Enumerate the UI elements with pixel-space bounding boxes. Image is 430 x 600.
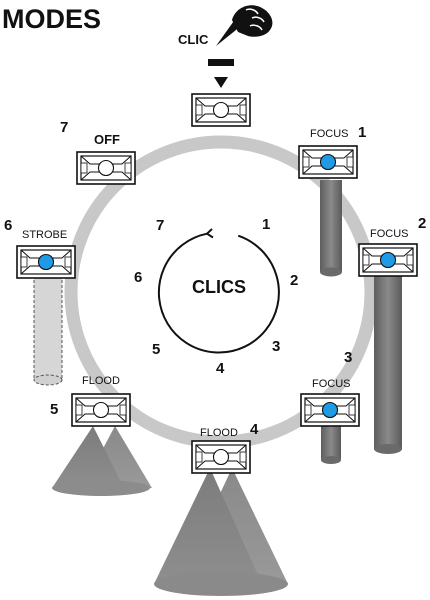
inner-number-6: 6	[134, 269, 142, 286]
center-label: CLICS	[192, 277, 246, 297]
headlamp-mode-4	[191, 440, 251, 474]
mode-label-3: FOCUS	[312, 378, 351, 390]
headlamp-mode-6	[16, 245, 76, 279]
mode-number-3: 3	[344, 349, 352, 366]
headlamp-mode-3	[300, 393, 360, 427]
mode-label-2: FOCUS	[370, 228, 409, 240]
inner-number-1: 1	[262, 216, 270, 233]
mode-number-1: 1	[358, 124, 366, 141]
clic-label: CLIC	[178, 32, 209, 47]
inner-number-5: 5	[152, 341, 160, 358]
mode-number-6: 6	[4, 217, 12, 234]
cycle-arrow-icon	[157, 228, 280, 354]
inner-number-7: 7	[156, 217, 164, 234]
beams	[33, 180, 402, 596]
mode-number-5: 5	[50, 401, 58, 418]
headlamp-mode-2	[358, 243, 418, 277]
pointing-hand-icon	[216, 5, 273, 46]
mode-label-5: FLOOD	[82, 375, 120, 387]
mode-label-1: FOCUS	[310, 128, 349, 140]
headlamp-mode-7	[76, 151, 136, 185]
inner-number-3: 3	[272, 338, 280, 355]
headlamp-top	[191, 93, 251, 127]
inner-number-2: 2	[290, 272, 298, 289]
mode-number-7: 7	[60, 119, 68, 136]
arrow-down-icon	[214, 77, 228, 88]
mode-number-2: 2	[418, 215, 426, 232]
headlamp-mode-1	[298, 145, 358, 179]
button-bar	[208, 59, 234, 66]
mode-label-6: STROBE	[22, 229, 67, 241]
mode-label-4: FLOOD	[200, 427, 238, 439]
mode-number-4: 4	[250, 421, 259, 438]
mode-label-7: OFF	[94, 132, 120, 147]
headlamp-mode-5	[71, 393, 131, 427]
inner-number-4: 4	[216, 360, 225, 377]
page-title: MODES	[2, 4, 101, 34]
